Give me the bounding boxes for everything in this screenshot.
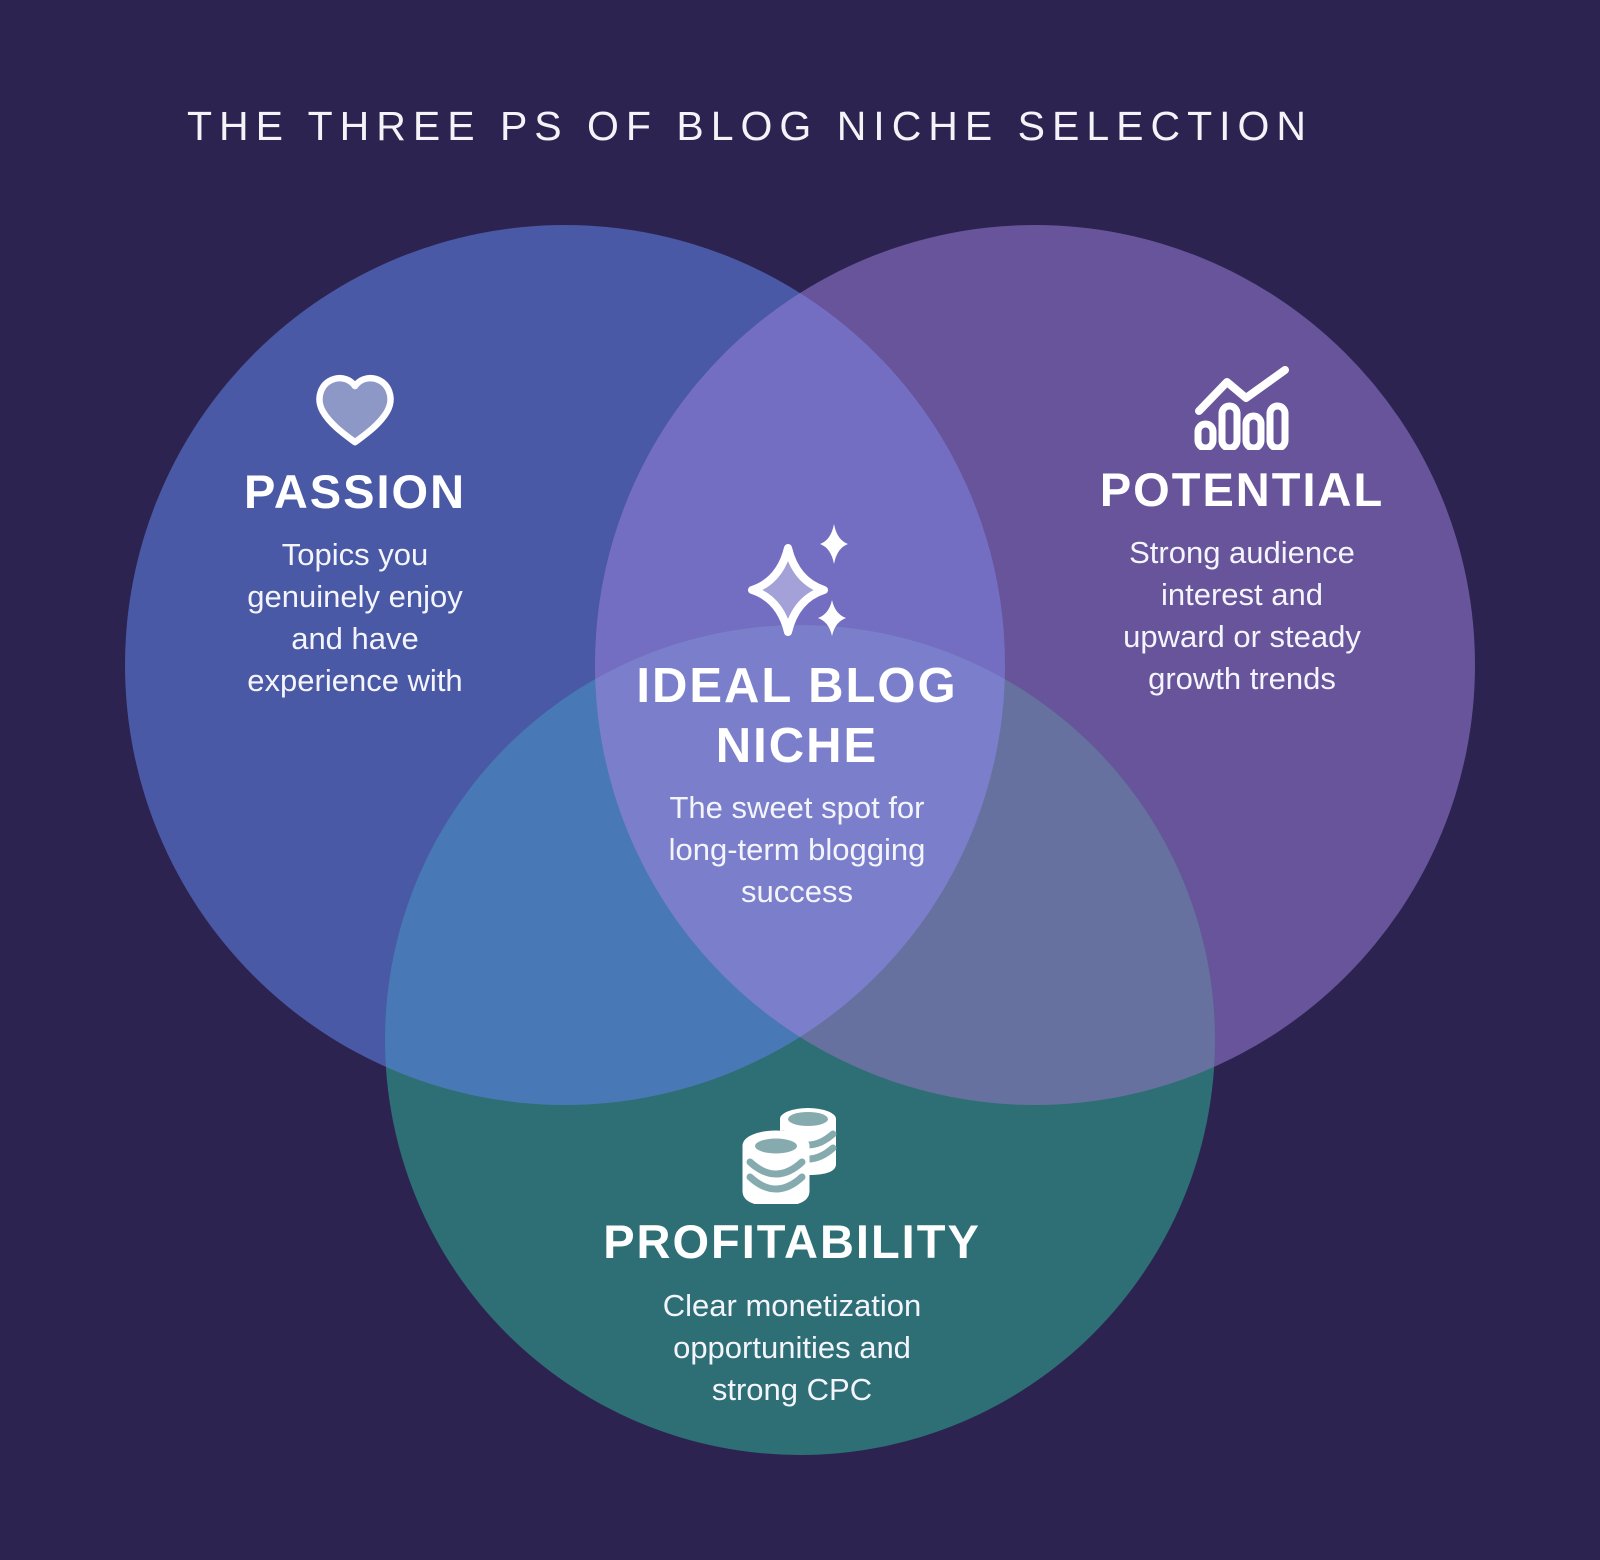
passion-label: PASSION <box>243 465 467 518</box>
ideal-niche-section: IDEAL BLOG NICHE The sweet spot for long… <box>635 518 959 913</box>
ideal-niche-label: IDEAL BLOG NICHE <box>636 659 958 773</box>
potential-description: Strong audience interest and upward or s… <box>1123 535 1361 696</box>
sparkles-icon <box>748 524 848 636</box>
potential-label: POTENTIAL <box>1099 463 1385 516</box>
potential-section: POTENTIAL Strong audience interest and u… <box>1080 366 1404 700</box>
heart-icon <box>316 374 394 446</box>
profitability-description: Clear monetization opportunities and str… <box>662 1288 922 1407</box>
profitability-section: PROFITABILITY Clear monetization opportu… <box>592 1098 992 1411</box>
profitability-label: PROFITABILITY <box>603 1215 981 1268</box>
page-title: THE THREE PS OF BLOG NICHE SELECTION <box>186 103 1314 149</box>
passion-description: Topics you genuinely enjoy and have expe… <box>247 537 463 698</box>
bar-chart-trend-icon <box>1194 366 1289 450</box>
passion-section: PASSION Topics you genuinely enjoy and h… <box>193 368 517 702</box>
ideal-niche-description: The sweet spot for long-term blogging su… <box>668 790 926 909</box>
coin-stack-icon <box>742 1108 837 1204</box>
